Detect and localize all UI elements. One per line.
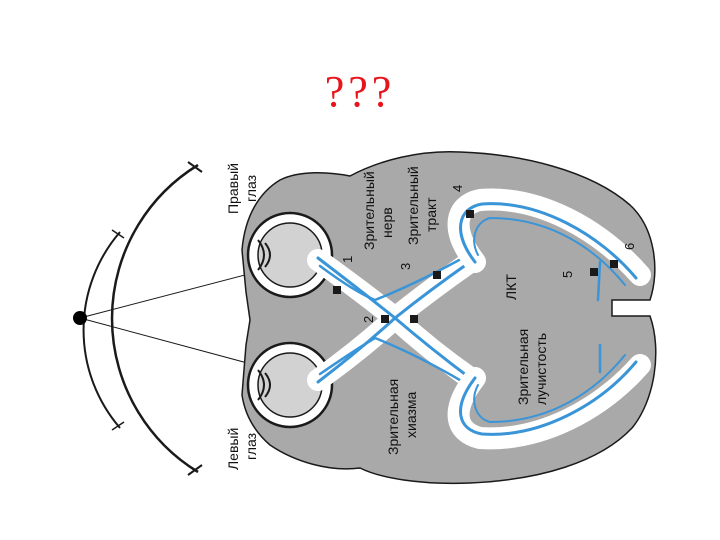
optic-radiation-upper [447, 188, 651, 302]
arc-tick-inner-top [111, 229, 125, 239]
label-lgn: ЛКТ [503, 274, 519, 300]
fixation-point [73, 311, 87, 325]
marker-number-5: 5 [560, 271, 575, 278]
lesion-marker-2b [410, 315, 418, 323]
label-left-eye-1: Левый [225, 428, 241, 470]
right-eye [246, 211, 334, 299]
arc-tick-bottom [187, 464, 203, 476]
marker-number-4: 4 [450, 185, 465, 192]
lesion-marker-6 [610, 260, 618, 268]
arc-tick-top [187, 161, 203, 173]
label-optic-nerve-2: нерв [379, 207, 395, 238]
label-right-eye-1: Правый [225, 163, 241, 214]
lesion-marker-3 [433, 271, 441, 279]
marker-number-6: 6 [622, 243, 637, 250]
lesion-marker-2 [381, 315, 389, 323]
optic-pathway [307, 249, 481, 391]
optic-radiation-lower [447, 343, 651, 450]
label-radiation-1: Зрительная [515, 329, 531, 405]
label-radiation-2: лучистость [533, 333, 549, 405]
marker-number-3: 3 [398, 263, 413, 270]
label-left-eye-2: глаз [243, 433, 259, 460]
arc-tick-inner-bottom [111, 421, 125, 431]
label-chiasm-1: Зрительная [385, 379, 401, 455]
visual-field-arc-outer [110, 163, 199, 474]
left-eye [246, 341, 334, 429]
lesion-marker-1 [333, 286, 341, 294]
page-title: ??? [324, 67, 396, 116]
label-right-eye-2: глаз [243, 175, 259, 202]
label-optic-tract-1: Зрительный [405, 166, 421, 245]
label-chiasm-2: хиазма [403, 392, 419, 438]
marker-number-1: 1 [340, 256, 355, 263]
marker-number-2: 2 [361, 316, 376, 323]
lesion-marker-5 [590, 268, 598, 276]
visual-field-arc-inner [82, 231, 121, 429]
label-optic-nerve-1: Зрительный [361, 171, 377, 250]
label-optic-tract-2: тракт [423, 197, 439, 232]
brain-outline [241, 150, 657, 485]
lesion-marker-4 [466, 210, 474, 218]
